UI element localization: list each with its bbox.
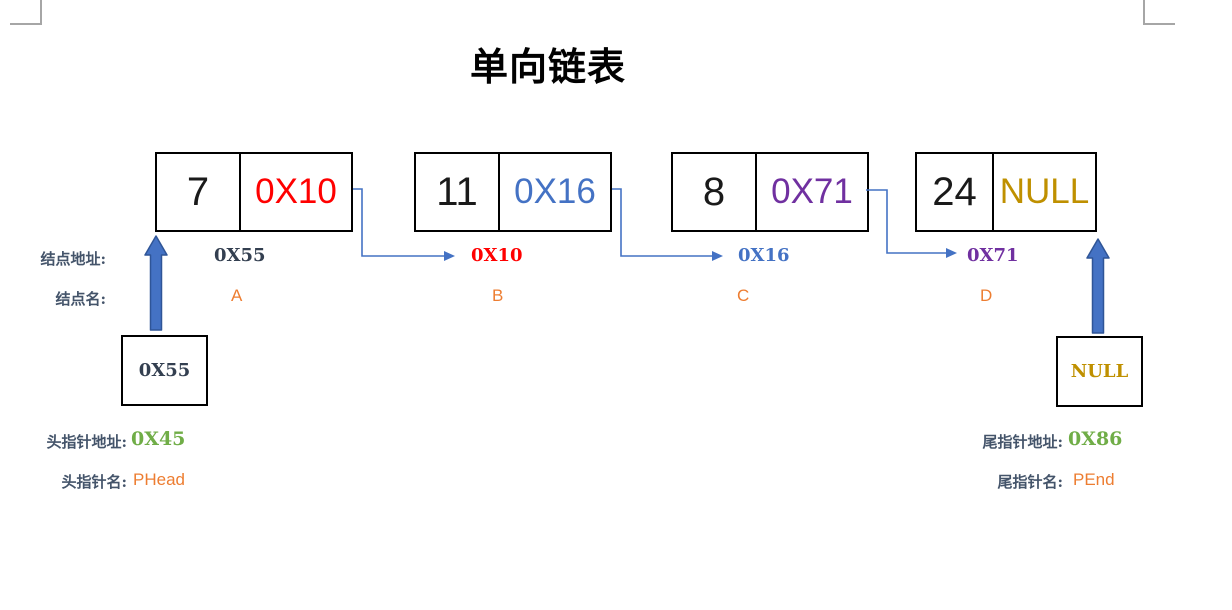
node-b-name-label: B — [492, 286, 504, 305]
page-title: 单向链表 — [470, 47, 627, 89]
row-label-node-address: 结点地址: — [40, 250, 106, 268]
head-pointer-address-value: 0X45 — [131, 428, 186, 450]
node-b-value: 11 — [416, 154, 500, 230]
node-b-address-label: 0X10 — [471, 245, 523, 266]
node-box-c: 8 0X71 — [671, 152, 869, 232]
head-pointer-name-label: 头指针名: — [61, 473, 127, 491]
head-pointer-name-value: PHead — [133, 470, 185, 489]
node-c-address-label: 0X16 — [738, 245, 790, 266]
page-corner-mark-left — [10, 0, 42, 25]
tail-pointer-name-value: PEnd — [1073, 470, 1115, 489]
head-pointer-address-label: 头指针地址: — [46, 433, 127, 451]
page-corner-mark-right — [1143, 0, 1175, 25]
node-d-value: 24 — [917, 154, 994, 230]
tail-pointer-name-label: 尾指针名: — [997, 473, 1063, 491]
node-a-name-label: A — [231, 286, 243, 305]
tail-pointer-address-label: 尾指针地址: — [982, 433, 1063, 451]
node-d-pointer: NULL — [999, 172, 1090, 211]
tail-pointer-arrow — [1086, 238, 1110, 334]
node-c-value: 8 — [673, 154, 757, 230]
node-b-pointer: 0X16 — [514, 172, 596, 211]
node-box-a: 7 0X10 — [155, 152, 353, 232]
head-pointer-arrow — [144, 235, 168, 331]
node-a-address-label: 0X55 — [214, 245, 266, 266]
node-d-address-label: 0X71 — [967, 245, 1019, 266]
tail-pointer-box: NULL — [1056, 336, 1143, 407]
node-d-name-label: D — [980, 286, 993, 305]
row-label-node-name: 结点名: — [55, 290, 106, 308]
node-box-d: 24 NULL — [915, 152, 1097, 232]
node-c-name-label: C — [737, 286, 750, 305]
head-pointer-box: 0X55 — [121, 335, 208, 406]
node-box-b: 11 0X16 — [414, 152, 612, 232]
node-a-value: 7 — [157, 154, 241, 230]
node-c-pointer: 0X71 — [771, 172, 853, 211]
node-a-pointer: 0X10 — [255, 172, 337, 211]
tail-pointer-address-value: 0X86 — [1068, 428, 1123, 450]
